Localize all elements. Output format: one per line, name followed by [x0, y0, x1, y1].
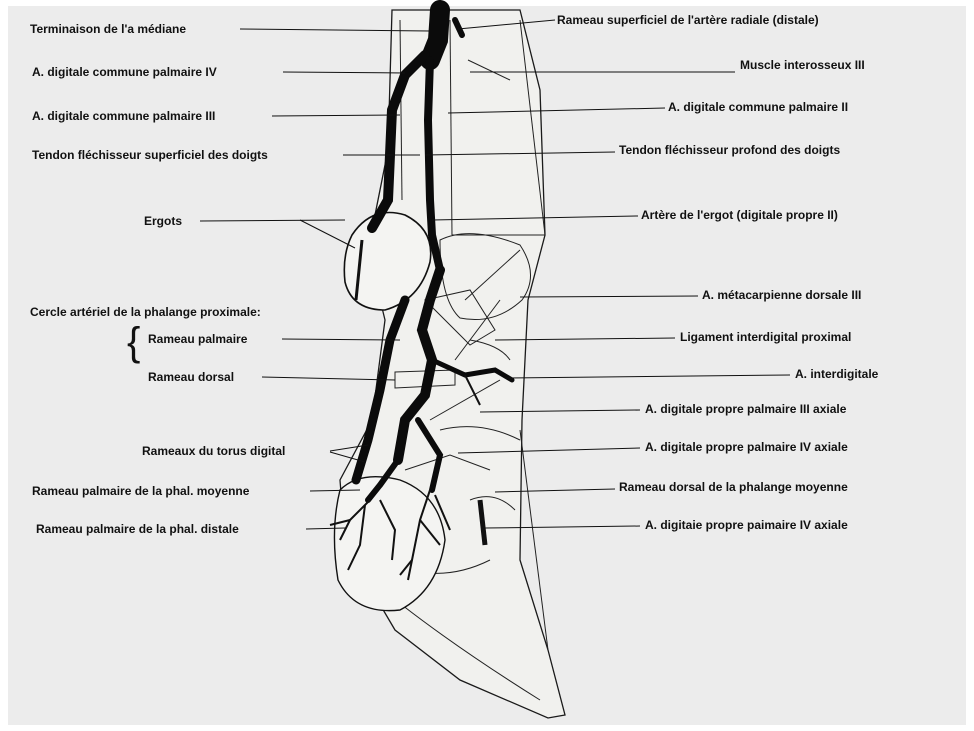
label-cercle-arteriel: Cercle artériel de la phalange proximale…	[30, 305, 261, 319]
label-rameau-phal-distale: Rameau palmaire de la phal. distale	[36, 522, 239, 536]
label-propre-iii-axiale: A. digitale propre palmaire III axiale	[645, 402, 846, 416]
label-digitale-commune-iii: A. digitale commune palmaire III	[32, 109, 215, 123]
label-rameau-superficiel-radiale: Rameau superficiel de l'artère radiale (…	[557, 13, 819, 27]
label-terminaison-mediane: Terminaison de l'a médiane	[30, 22, 186, 36]
label-rameaux-torus: Rameaux du torus digital	[142, 444, 285, 458]
label-rameau-phal-moyenne: Rameau palmaire de la phal. moyenne	[32, 484, 249, 498]
label-tendon-profond: Tendon fléchisseur profond des doigts	[619, 143, 840, 157]
label-rameau-dorsal: Rameau dorsal	[148, 370, 234, 384]
label-rameau-dorsal-moyenne: Rameau dorsal de la phalange moyenne	[619, 480, 848, 494]
label-rameau-palmaire: Rameau palmaire	[148, 332, 247, 346]
label-muscle-interosseux: Muscle interosseux III	[740, 58, 865, 72]
label-metacarpienne-dorsale: A. métacarpienne dorsale III	[702, 288, 861, 302]
label-ligament-interdigital: Ligament interdigital proximal	[680, 330, 851, 344]
label-ergots: Ergots	[144, 214, 182, 228]
label-propre-iv-axiale: A. digitale propre palmaire IV axiale	[645, 440, 848, 454]
label-digitale-commune-iv: A. digitale commune palmaire IV	[32, 65, 217, 79]
label-digitale-commune-ii: A. digitale commune palmaire II	[668, 100, 848, 114]
label-propre-iv-axiale-2: A. digitaie propre paimaire IV axiale	[645, 518, 848, 532]
label-artere-ergot: Artère de l'ergot (digitale propre II)	[641, 208, 838, 222]
label-tendon-superficiel: Tendon fléchisseur superficiel des doigt…	[32, 148, 268, 162]
label-interdigitale: A. interdigitale	[795, 367, 878, 381]
brace-cercle: {	[127, 322, 140, 362]
